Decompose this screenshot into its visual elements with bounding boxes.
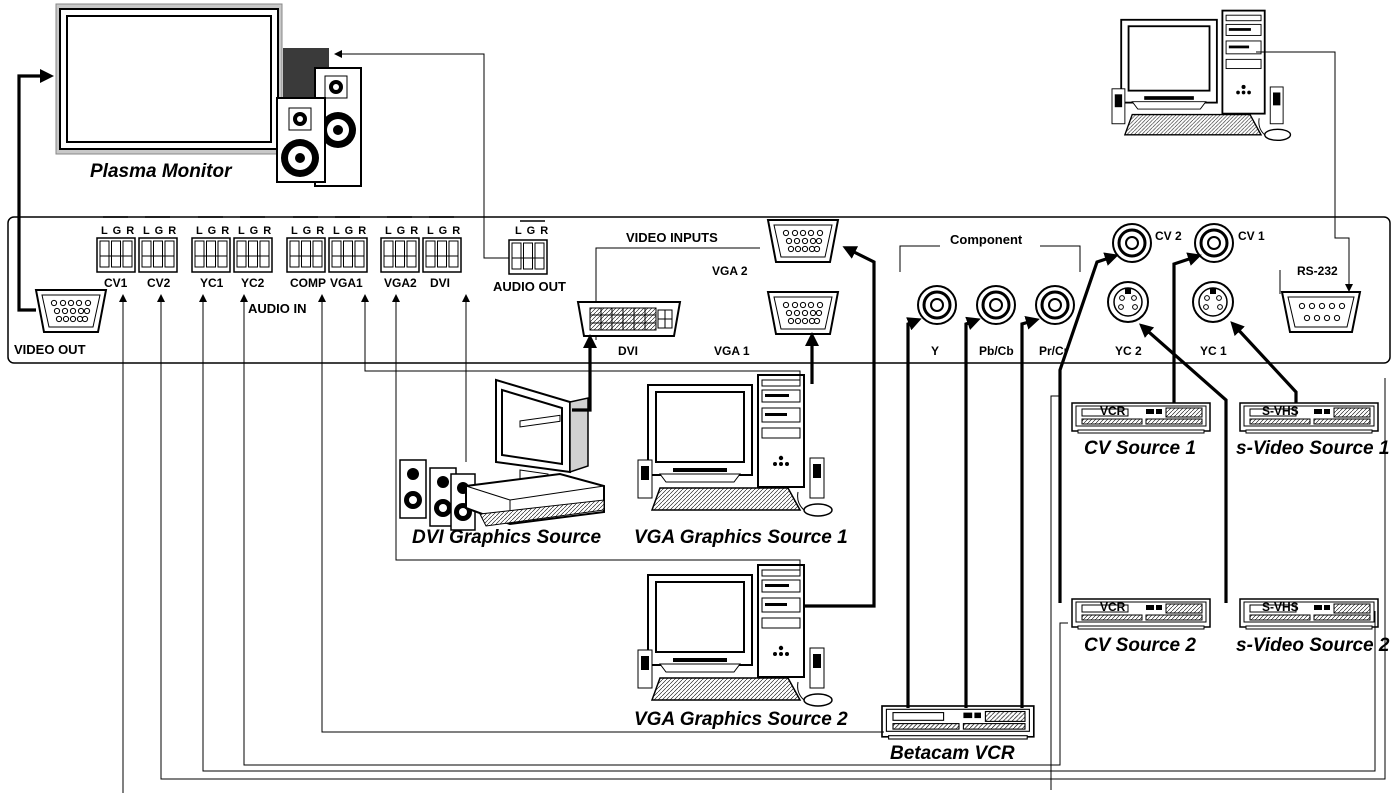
- vga1-label: VGA 1: [714, 344, 750, 358]
- svg-text:DVI: DVI: [430, 276, 450, 290]
- audio-in-terminals: [96, 216, 462, 273]
- cv-source-2: VCR: [1071, 598, 1211, 630]
- svg-text:L G R: L G R: [101, 225, 135, 237]
- cv-source-1: VCR: [1071, 402, 1211, 434]
- yc1-label: YC 1: [1200, 344, 1227, 358]
- vga2-label: VGA 2: [712, 264, 748, 278]
- svg-text:VGA1: VGA1: [330, 276, 363, 290]
- cables: [17, 50, 1386, 793]
- betacam-vcr: [881, 705, 1035, 740]
- vga2-connector: [767, 219, 839, 263]
- svg-text:VGA2: VGA2: [384, 276, 417, 290]
- component-label: Component: [950, 232, 1023, 247]
- video-out-label: VIDEO OUT: [14, 342, 86, 357]
- svg-text:S-VHS: S-VHS: [1262, 600, 1299, 614]
- plasma-monitor-label: Plasma Monitor: [90, 161, 233, 182]
- svg-text:L G R: L G R: [196, 225, 230, 237]
- vga-graphics-source-1: [637, 374, 833, 517]
- svg-text:YC2: YC2: [241, 276, 265, 290]
- svideo-source-2-label: s-Video Source 2: [1236, 635, 1390, 656]
- vga-source-2-label: VGA Graphics Source 2: [634, 709, 848, 730]
- svg-text:COMP: COMP: [290, 276, 326, 290]
- component-pr-label: Pr/Cr: [1039, 344, 1069, 358]
- yc1-jack: [1192, 281, 1234, 323]
- svg-text:CV2: CV2: [147, 276, 171, 290]
- cv2-label: CV 2: [1155, 229, 1182, 243]
- component-pb-label: Pb/Cb: [979, 344, 1014, 358]
- component-y-jack: [916, 284, 958, 326]
- svg-text:L G R: L G R: [143, 225, 177, 237]
- dvi-source-label: DVI Graphics Source: [412, 527, 601, 548]
- dvi-connector: [576, 301, 682, 337]
- svideo-source-1: S-VHS: [1239, 402, 1379, 434]
- component-pb-jack: [975, 284, 1017, 326]
- svg-text:L G R: L G R: [427, 225, 461, 237]
- rs232-connector: [1280, 291, 1362, 333]
- cv1-label: CV 1: [1238, 229, 1265, 243]
- audio-out-label: AUDIO OUT: [493, 279, 566, 294]
- rs232-label: RS-232: [1297, 264, 1338, 278]
- svg-text:YC1: YC1: [200, 276, 224, 290]
- vga-source-1-label: VGA Graphics Source 1: [634, 527, 848, 548]
- svg-text:L G R: L G R: [515, 225, 549, 237]
- cv-source-1-label: CV Source 1: [1084, 438, 1196, 459]
- svg-text:S-VHS: S-VHS: [1262, 404, 1299, 418]
- audio-in-channel-labels: CV1 CV2 YC1 YC2 COMP VGA1 VGA2 DVI: [104, 276, 450, 290]
- svg-text:VCR: VCR: [1100, 600, 1126, 614]
- vga-graphics-source-2: [637, 564, 833, 707]
- audio-in-lgr-labels: L G R L G R L G R L G R L G R L G R L G …: [101, 225, 461, 237]
- svideo-source-2: S-VHS: [1239, 598, 1379, 630]
- audio-in-label: AUDIO IN: [248, 301, 307, 316]
- cv1-jack: [1193, 222, 1235, 264]
- svg-text:L G R: L G R: [385, 225, 419, 237]
- yc2-jack: [1107, 281, 1149, 323]
- svideo-source-1-label: s-Video Source 1: [1236, 438, 1389, 459]
- svg-text:VCR: VCR: [1100, 404, 1126, 418]
- betacam-label: Betacam VCR: [890, 743, 1015, 764]
- control-pc: [1111, 9, 1292, 142]
- cv-source-2-label: CV Source 2: [1084, 635, 1196, 656]
- svg-text:L G R: L G R: [238, 225, 272, 237]
- video-inputs-label: VIDEO INPUTS: [626, 230, 718, 245]
- svg-text:L G R: L G R: [291, 225, 325, 237]
- dvi-graphics-source: [399, 378, 605, 531]
- dvi-label: DVI: [618, 344, 638, 358]
- component-y-label: Y: [931, 344, 939, 358]
- cv2-jack: [1111, 222, 1153, 264]
- plasma-speakers: [276, 67, 362, 187]
- component-bracket: [899, 245, 1081, 272]
- svg-text:CV1: CV1: [104, 276, 128, 290]
- vga1-connector: [767, 291, 839, 335]
- audio-out-connector: L G R: [508, 220, 549, 275]
- video-out-connector: [35, 289, 107, 333]
- yc2-label: YC 2: [1115, 344, 1142, 358]
- svg-text:L G R: L G R: [333, 225, 367, 237]
- component-pr-jack: [1034, 284, 1076, 326]
